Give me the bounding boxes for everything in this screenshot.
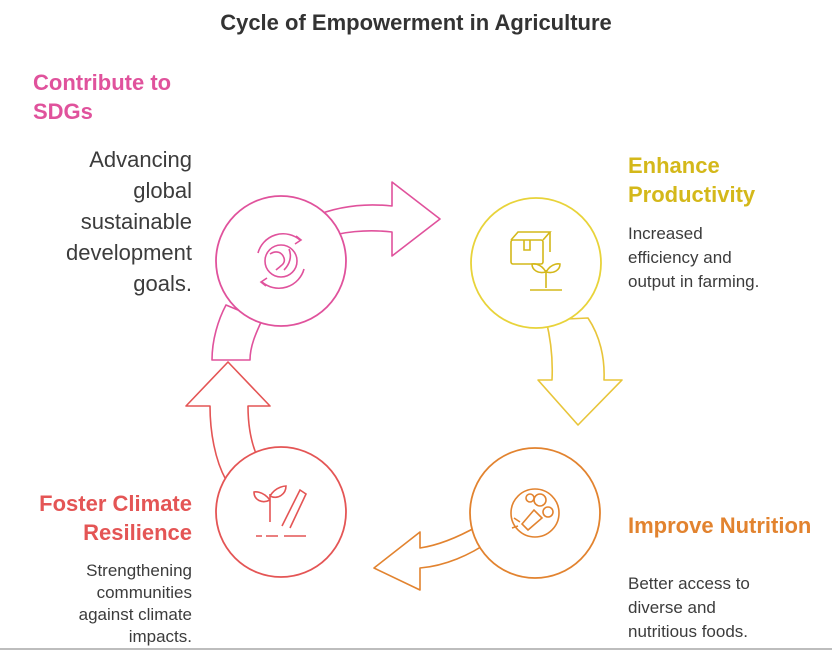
stage-circle-productivity (470, 197, 602, 329)
stage-label-productivity: Enhance Productivity (628, 153, 756, 207)
stage-desc-sdgs: Advancing global sustainable development… (66, 147, 192, 296)
arrow-sdgs-to-productivity (311, 181, 441, 257)
stage-label-climate: Foster Climate Resilience (39, 491, 192, 545)
arrow-climate-to-sdgs (185, 361, 271, 481)
plant-shield-icon (253, 485, 308, 537)
stage-label-nutrition: Improve Nutrition (628, 513, 812, 538)
box-sprout-icon (510, 231, 562, 291)
stage-circle-nutrition (469, 447, 601, 579)
vegetables-icon (510, 488, 560, 538)
diagram-title: Cycle of Empowerment in Agriculture (220, 10, 612, 35)
bottom-divider (0, 648, 832, 650)
arrow-nutrition-to-climate (373, 525, 491, 591)
stage-circle-climate (215, 446, 347, 578)
stage-desc-climate: Strengthening communities against climat… (78, 561, 192, 646)
globe-recycle-icon (257, 233, 305, 289)
stage-label-sdgs: Contribute to SDGs (33, 70, 172, 124)
stage-circle-sdgs (215, 195, 347, 327)
stage-desc-productivity: Increased efficiency and output in farmi… (628, 224, 760, 291)
stage-desc-nutrition: Better access to diverse and nutritious … (628, 574, 750, 641)
arrow-productivity-to-nutrition (537, 317, 623, 426)
